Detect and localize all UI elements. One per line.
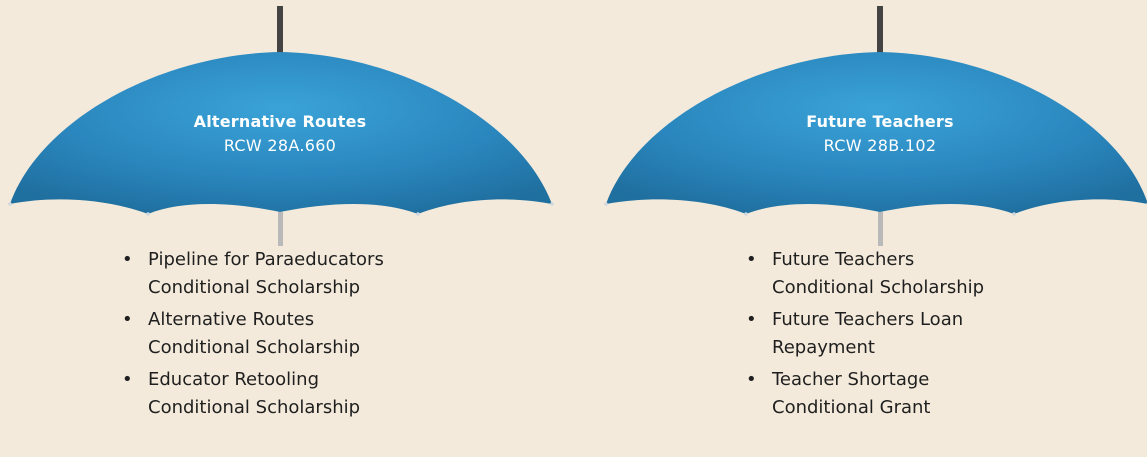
bullet-icon: • — [746, 369, 757, 390]
list-item-line1: Future Teachers — [772, 249, 915, 270]
rib-tip — [744, 212, 748, 216]
list-item: • Future Teachers Loan Repayment — [742, 306, 1147, 362]
rib-tip — [146, 212, 150, 216]
list-item-line1: Future Teachers Loan — [772, 309, 964, 330]
list-item-line1: Alternative Routes — [148, 309, 315, 330]
list-item: • Teacher Shortage Conditional Grant — [742, 366, 1147, 422]
umbrella-canopy — [606, 52, 1147, 214]
umbrella-title: Alternative Routes — [193, 112, 367, 131]
rib-tip — [416, 212, 420, 216]
list-item: • Educator Retooling Conditional Scholar… — [118, 366, 538, 422]
rib-tip — [550, 202, 554, 206]
list-item-line2: Conditional Scholarship — [772, 277, 985, 298]
umbrella-subtitle: RCW 28A.660 — [223, 136, 337, 155]
rib-tip — [8, 202, 12, 206]
umbrella-group-alternative-routes: Alternative Routes RCW 28A.660 • Pipelin… — [0, 0, 560, 457]
program-list: • Pipeline for Paraeducators Conditional… — [118, 246, 538, 426]
list-item-line2: Conditional Grant — [772, 397, 931, 418]
umbrella-group-future-teachers: Future Teachers RCW 28B.102 • Future Tea… — [600, 0, 1147, 457]
bullet-icon: • — [122, 249, 133, 270]
umbrella-icon — [604, 6, 1147, 246]
list-item-line1: Educator Retooling — [148, 369, 320, 390]
rib-tip — [604, 202, 608, 206]
list-item-line2: Conditional Scholarship — [148, 397, 361, 418]
umbrella-shaft — [278, 212, 283, 246]
list-item-line1: Pipeline for Paraeducators — [148, 249, 384, 270]
umbrella-tip — [877, 6, 883, 58]
umbrella-title: Future Teachers — [806, 112, 954, 131]
list-item-line2: Repayment — [772, 337, 875, 358]
umbrella-canopy — [10, 52, 552, 214]
bullet-icon: • — [122, 309, 133, 330]
bullet-icon: • — [746, 309, 757, 330]
rib-tip — [1012, 212, 1016, 216]
umbrella-shaft — [878, 212, 883, 246]
umbrella-tip — [277, 6, 283, 58]
list-item: • Future Teachers Conditional Scholarshi… — [742, 246, 1147, 302]
bullet-icon: • — [746, 249, 757, 270]
list-item: • Alternative Routes Conditional Scholar… — [118, 306, 538, 362]
program-list: • Future Teachers Conditional Scholarshi… — [742, 246, 1147, 426]
list-item: • Pipeline for Paraeducators Conditional… — [118, 246, 538, 302]
list-item-line2: Conditional Scholarship — [148, 277, 361, 298]
umbrella-subtitle: RCW 28B.102 — [823, 136, 937, 155]
bullet-icon: • — [122, 369, 133, 390]
umbrella-icon — [8, 6, 554, 246]
list-item-line1: Teacher Shortage — [772, 369, 930, 390]
list-item-line2: Conditional Scholarship — [148, 337, 361, 358]
